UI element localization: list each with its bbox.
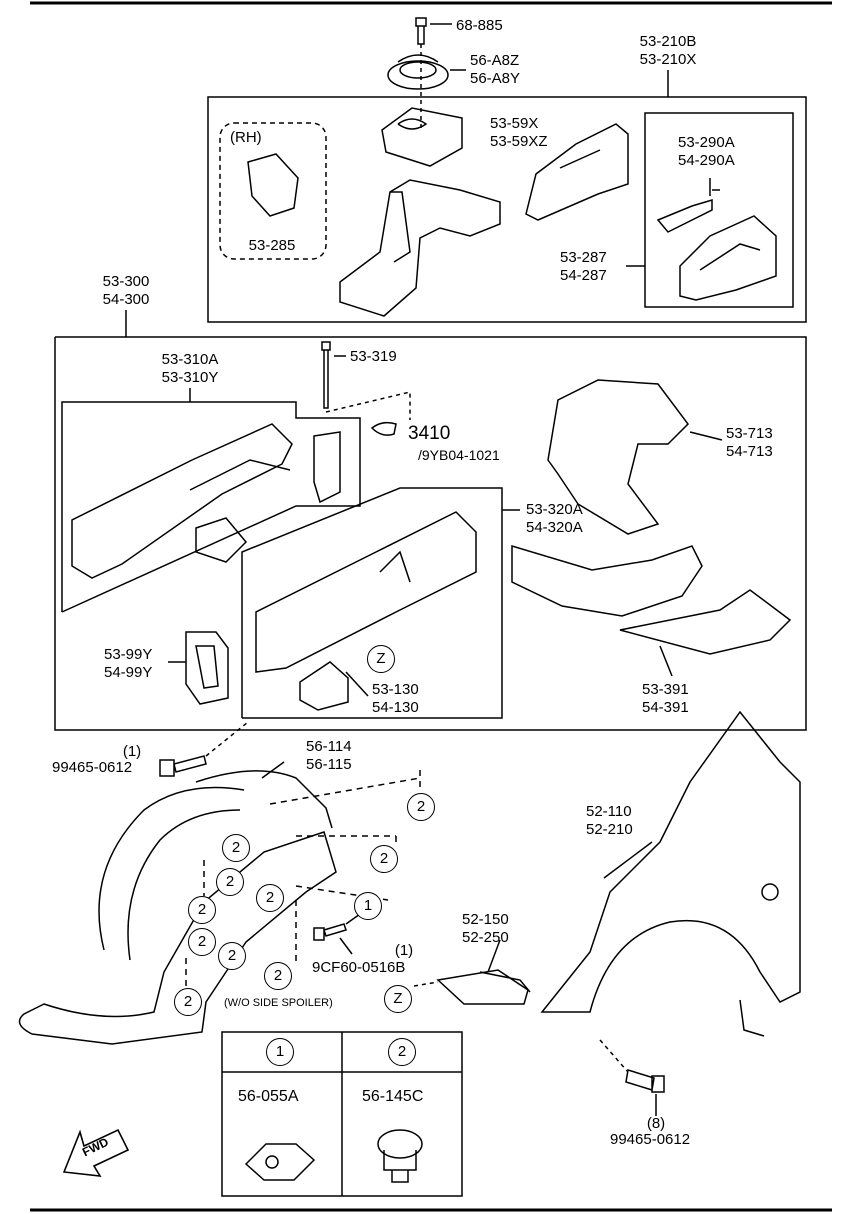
rh-dashed-box [219, 122, 327, 260]
legend-col2-part: 56-145C [362, 1088, 424, 1105]
liner-part-a: 56-114 [306, 738, 352, 755]
callout-2: 2 [174, 988, 202, 1016]
plate-99-part-b: 54-99Y [104, 664, 153, 681]
member-713-part-b: 54-713 [726, 443, 773, 460]
frame-assy-part-b: 54-300 [102, 291, 150, 308]
fwd-arrow [62, 1128, 130, 1177]
callout-2: 2 [218, 942, 246, 970]
legend-table [221, 1031, 463, 1197]
callout-2: 2 [188, 928, 216, 956]
member-320-part-b: 54-320A [526, 519, 583, 536]
screw-9cf-part: 9CF60-0516B [312, 959, 406, 976]
ref-3410-code: 3410 [408, 423, 451, 444]
callout-1: 1 [354, 892, 382, 920]
callout-2: 2 [216, 868, 244, 896]
legend-col1-mark: 1 [266, 1038, 294, 1066]
frame-assy-part-a: 53-300 [102, 273, 150, 290]
reinf-box [644, 112, 794, 308]
bracket-150-part-b: 52-250 [462, 929, 509, 946]
apron-assy-part-a: 53-210B [639, 33, 697, 50]
screw-right-part: 99465-0612 [610, 1131, 691, 1148]
reinf-287-part-a: 53-287 [560, 249, 607, 266]
bolt-319-part: 53-319 [350, 348, 397, 365]
callout-z: Z [367, 645, 395, 673]
bracket-59-part-b: 53-59XZ [490, 133, 548, 150]
lower-group [18, 710, 801, 1116]
callout-2: 2 [370, 845, 398, 873]
legend-col2-mark: 2 [388, 1038, 416, 1066]
callout-z: Z [384, 985, 412, 1013]
member-713-part-a: 53-713 [726, 425, 773, 442]
callout-2: 2 [222, 834, 250, 862]
frame-assy-group [54, 310, 807, 731]
member-310-part-b: 53-310Y [161, 369, 219, 386]
reinf-287-part-b: 54-287 [560, 267, 607, 284]
callout-2: 2 [256, 884, 284, 912]
screw-left-part: 99465-0612 [52, 759, 133, 776]
screw-right-qty: (8) [646, 1115, 666, 1132]
bracket-130-part-a: 53-130 [372, 681, 419, 698]
callout-2: 2 [264, 962, 292, 990]
member-320-part-a: 53-320A [526, 501, 583, 518]
bracket-150-part-a: 52-150 [462, 911, 509, 928]
callout-2: 2 [188, 896, 216, 924]
legend-col1-part: 56-055A [238, 1088, 299, 1105]
member-310-part-a: 53-310A [161, 351, 219, 368]
screw-9cf-qty: (1) [394, 942, 414, 959]
callout-2: 2 [407, 793, 435, 821]
screw-left-qty: (1) [122, 743, 142, 760]
liner-part-b: 56-115 [306, 756, 352, 773]
reinf-290-part-b: 54-290A [678, 152, 735, 169]
top-bolt-part: 68-885 [456, 17, 503, 34]
apron-assy-group [207, 17, 807, 323]
spoiler-note: (W/O SIDE SPOILER) [224, 997, 333, 1009]
strut-mount-part-a: 56-A8Z [470, 52, 520, 69]
rh-label: (RH) [230, 129, 262, 146]
rh-part: 53-285 [248, 237, 296, 254]
bracket-59-part-a: 53-59X [490, 115, 539, 132]
apron-assy-part-b: 53-210X [639, 51, 697, 68]
member-391-part-b: 54-391 [642, 699, 689, 716]
ref-3410-sub: /9YB04-1021 [418, 447, 500, 463]
plate-99-part-a: 53-99Y [104, 646, 153, 663]
apron-box [207, 96, 807, 323]
fender-part-b: 52-210 [586, 821, 633, 838]
member-391-part-a: 53-391 [642, 681, 689, 698]
bracket-130-part-b: 54-130 [372, 699, 419, 716]
fender-part-a: 52-110 [586, 803, 632, 820]
reinf-290-part-a: 53-290A [678, 134, 735, 151]
strut-mount-part-b: 56-A8Y [470, 70, 521, 87]
